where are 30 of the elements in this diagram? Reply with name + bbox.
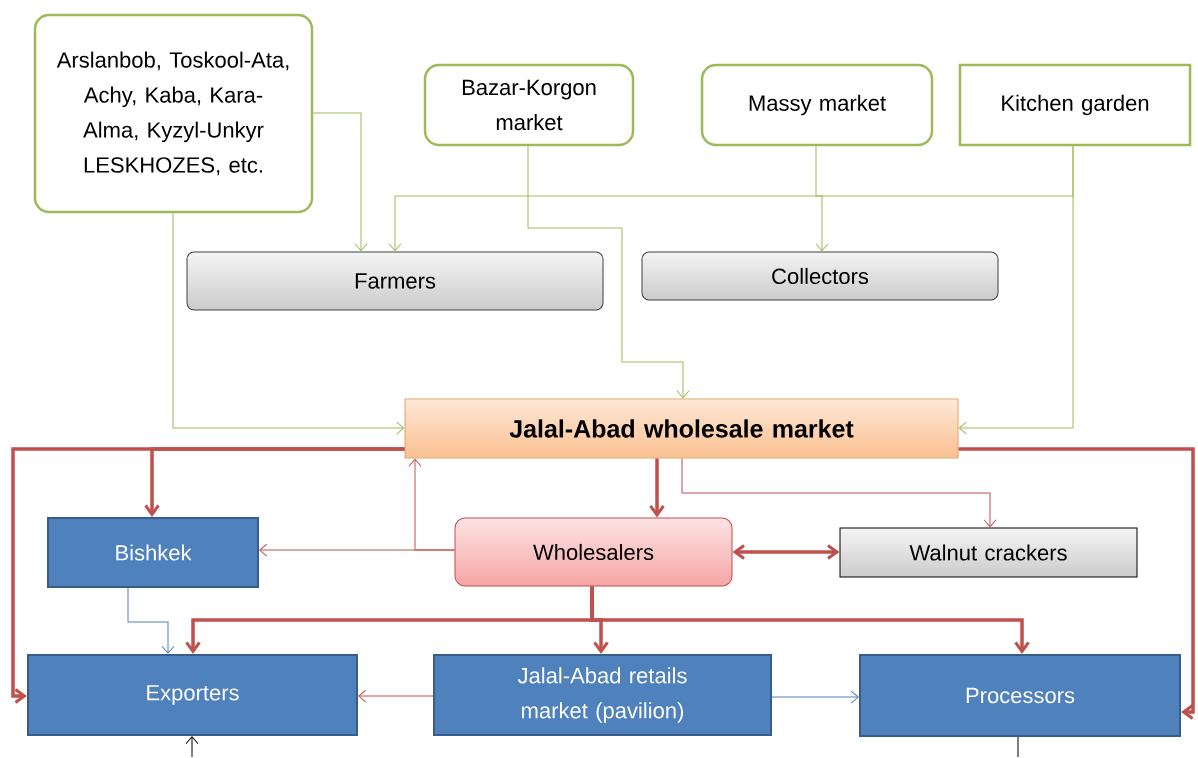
arrow — [358, 689, 434, 703]
source-box: Massy market — [700, 63, 934, 147]
arrow — [527, 145, 690, 399]
connector-line — [1017, 736, 1019, 758]
process-box: Walnut crackers — [839, 527, 1138, 578]
arrow — [259, 543, 455, 557]
arrow — [958, 447, 1195, 720]
process-box: Collectors — [641, 251, 999, 301]
arrow — [127, 587, 175, 654]
process-box: Farmers — [186, 251, 604, 311]
process-box: Wholesalers — [454, 517, 733, 587]
source-box: Kitchen garden — [958, 63, 1192, 147]
arrow — [958, 145, 1074, 435]
arrow — [771, 690, 859, 704]
arrow — [815, 145, 829, 252]
process-box: Jalal-Abad retails market (pavilion) — [433, 654, 772, 736]
process-box: Bishkek — [47, 517, 259, 588]
market-box: Jalal-Abad wholesale market — [404, 398, 959, 459]
process-box: Exporters — [27, 654, 358, 736]
arrow — [590, 586, 1030, 654]
source-box: Bazar-Korgon market — [423, 63, 635, 147]
process-box: Processors — [859, 654, 1181, 737]
arrow — [172, 212, 405, 435]
arrow — [649, 458, 665, 518]
arrow — [11, 447, 405, 704]
arrow — [732, 544, 840, 560]
source-box: Arslanbob, Toskool-Ata, Achy, Kaba, Kara-Alma, Kyzyl-Unkyr LESKHOZES, etc. — [33, 13, 314, 214]
arrow — [681, 458, 997, 528]
arrow — [185, 736, 199, 758]
arrow — [312, 112, 368, 252]
